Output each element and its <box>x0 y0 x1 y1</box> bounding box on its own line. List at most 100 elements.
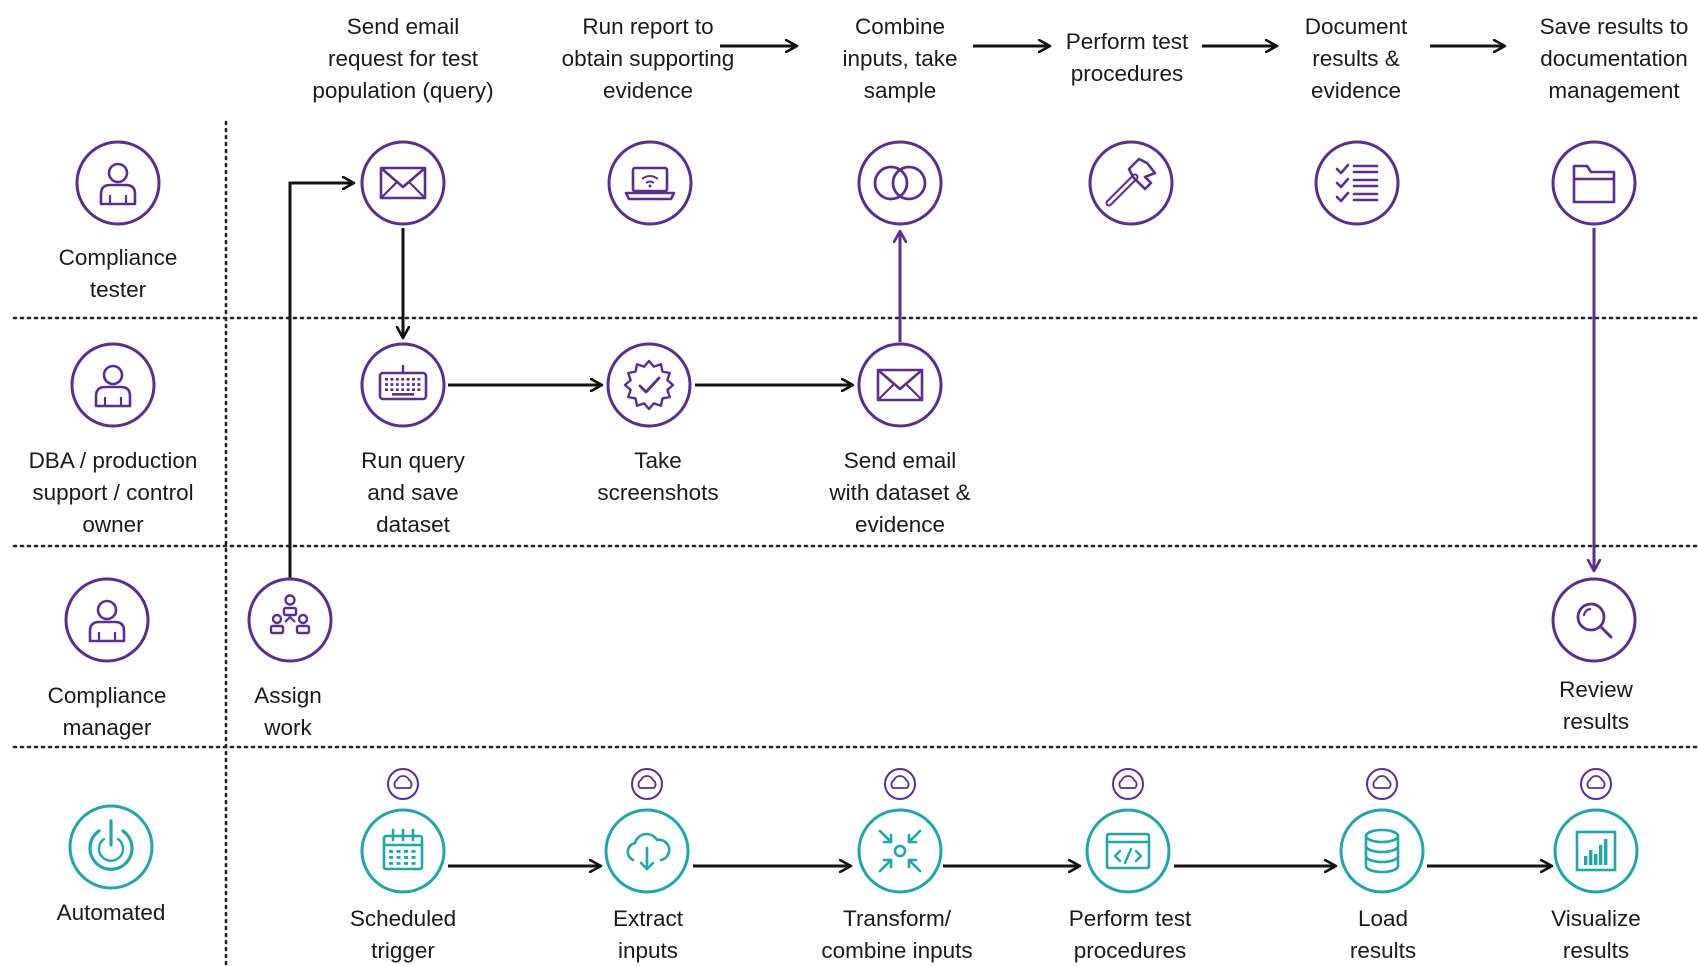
node-label-review-results-line: Review <box>1559 677 1634 702</box>
node-label-review-results-line: results <box>1563 709 1629 734</box>
stage-header-s3-line: inputs, take <box>842 46 957 71</box>
lane-dba: DBA / production support / control owner <box>29 342 198 537</box>
node-label-scheduled-trigger-line: Scheduled <box>350 906 456 931</box>
node-label-take-screenshots-line: Take <box>634 448 682 473</box>
cloud-icon <box>1586 775 1606 789</box>
node-label-send-email-dataset: Send email with dataset & evidence <box>828 448 970 537</box>
node-save-results <box>1551 140 1637 226</box>
stage-header-s6-line: Save results to <box>1540 14 1689 39</box>
lane-label-manager-line: Compliance <box>48 683 167 708</box>
cloud-badge-circle <box>631 768 663 800</box>
node-label-take-screenshots: Take screenshots <box>597 448 718 505</box>
lane-label-dba-line: support / control <box>32 480 193 505</box>
lane-automated: Automated <box>57 804 165 925</box>
lane-manager: Compliance manager <box>48 577 167 740</box>
node-send-email-dataset: Send email with dataset & evidence <box>828 342 971 537</box>
stage-header-s1-line: population (query) <box>312 78 493 103</box>
bar-chart-icon <box>1575 830 1617 872</box>
node-assign-work-circle <box>247 577 333 663</box>
node-run-report <box>607 140 693 226</box>
stage-header-s5-line: Document <box>1305 14 1408 39</box>
folder-icon <box>1572 164 1616 204</box>
hammer-icon <box>1105 157 1157 207</box>
cloud-badge-circle <box>1366 768 1398 800</box>
envelope-icon <box>379 166 427 200</box>
cloud-icon <box>637 775 657 789</box>
node-scheduled-trigger-circle <box>360 808 446 894</box>
org-chart-icon <box>269 594 311 635</box>
stage-header-s6-line: documentation <box>1540 46 1688 71</box>
cloud-badge-circle <box>884 768 916 800</box>
cloud-icon <box>1118 775 1138 789</box>
lane-label-dba-line: DBA / production <box>29 448 198 473</box>
arrow-assign-to-send-email <box>288 183 354 578</box>
node-label-perform-test-auto: Perform test procedures <box>1069 906 1192 963</box>
node-label-run-query-line: Run query <box>361 448 466 473</box>
stage-header-s2-line: Run report to <box>582 14 713 39</box>
stage-header-s1-line: Send email <box>347 14 460 39</box>
node-perform-test-auto: Perform test procedures <box>1069 768 1192 963</box>
node-label-send-email-dataset-line: Send email <box>844 448 957 473</box>
node-label-perform-test-auto-line: procedures <box>1074 938 1187 963</box>
person-icon <box>99 162 137 206</box>
stage-header-s2-line: obtain supporting <box>562 46 735 71</box>
code-window-icon <box>1105 832 1151 870</box>
stage-header-s1-line: request for test <box>328 46 479 71</box>
laptop-icon <box>624 166 676 201</box>
node-label-assign-work: Assign work <box>254 683 322 740</box>
person-icon <box>88 599 126 643</box>
node-transform-inputs-circle <box>857 808 943 894</box>
node-label-perform-test-auto-line: Perform test <box>1069 906 1192 931</box>
node-label-assign-work-line: work <box>263 715 312 740</box>
node-send-email-request <box>360 140 446 226</box>
cloud-icon <box>1372 775 1392 789</box>
cloud-badge-circle <box>387 768 419 800</box>
node-label-take-screenshots-line: screenshots <box>597 480 718 505</box>
node-label-send-email-dataset-line: evidence <box>855 512 945 537</box>
lane-label-manager-line: manager <box>63 715 152 740</box>
stage-header-s3-line: sample <box>864 78 937 103</box>
node-send-email-dataset-circle <box>857 342 943 428</box>
node-label-assign-work-line: Assign <box>254 683 322 708</box>
stage-header-s5-line: results & <box>1312 46 1400 71</box>
stage-headers: Send email request for test population (qu… <box>312 14 1688 103</box>
envelope-icon <box>876 368 924 402</box>
database-icon <box>1364 828 1400 874</box>
badge-check-icon <box>623 359 675 411</box>
cloud-download-icon <box>626 832 671 871</box>
node-label-send-email-dataset-line: with dataset & <box>828 480 970 505</box>
lane-label-tester-line: tester <box>90 277 147 302</box>
lane-label-manager: Compliance manager <box>48 683 167 740</box>
stage-header-s1: Send email request for test population (qu… <box>312 14 493 103</box>
node-review-results: Review results <box>1551 577 1637 734</box>
lane-label-dba: DBA / production support / control owner <box>29 448 198 537</box>
lane-label-dba-line: owner <box>82 512 144 537</box>
checklist-icon <box>1335 163 1379 203</box>
node-label-transform-inputs-line: Transform/ <box>843 906 952 931</box>
node-label-review-results: Review results <box>1559 677 1634 734</box>
keyboard-icon <box>378 365 428 401</box>
node-perform-test <box>1088 140 1174 226</box>
node-send-email-request-circle <box>360 140 446 226</box>
stage-header-s4-line: Perform test <box>1066 29 1189 54</box>
node-label-extract-inputs-line: Extract <box>613 906 684 931</box>
node-document-results-circle <box>1314 140 1400 226</box>
node-label-run-query-line: and save <box>367 480 458 505</box>
node-combine-inputs <box>857 140 943 226</box>
